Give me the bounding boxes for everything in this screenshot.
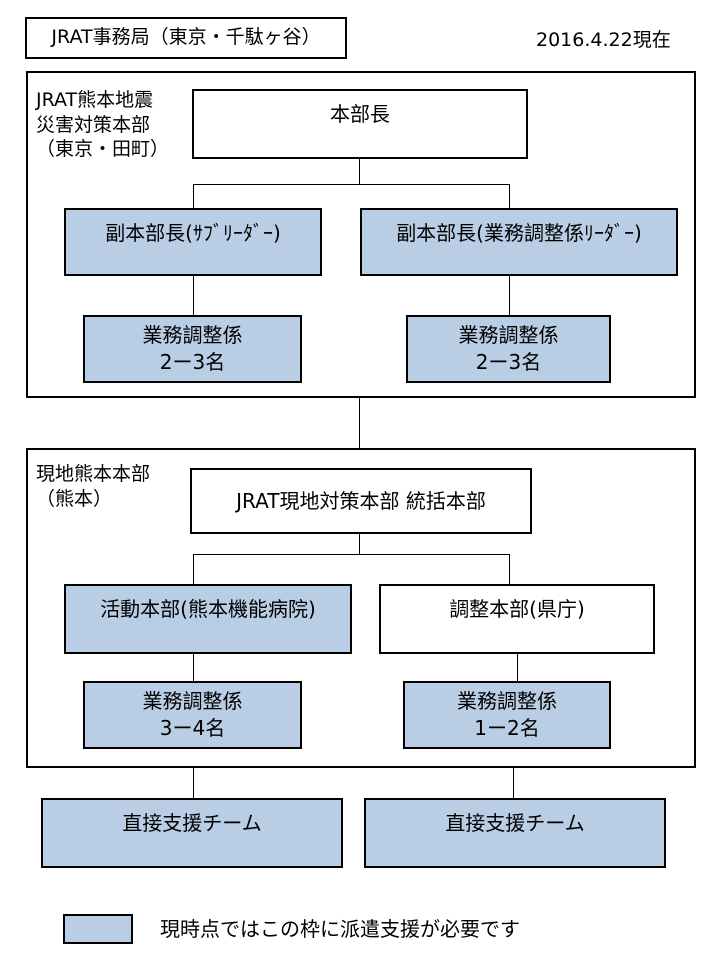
hq-label: JRAT熊本地震 災害対策本部 （東京・田町） — [36, 88, 169, 162]
connector — [517, 654, 518, 681]
local-staff-left-line2: 3ー4名 — [159, 716, 226, 740]
hq-staff-left-line2: 2ー3名 — [159, 350, 226, 374]
hq-staff-right-line1: 業務調整係 — [458, 323, 559, 347]
connector — [193, 554, 194, 584]
deputy-sub-box: 副本部長(ｻﾌﾞﾘｰﾀﾞｰ) — [64, 208, 322, 276]
chief-box: 本部長 — [192, 89, 528, 159]
office-label-box: JRAT事務局（東京・千駄ヶ谷） — [25, 17, 347, 59]
connector — [513, 768, 514, 798]
connector — [509, 184, 510, 208]
deputy-sub-label: 副本部長(ｻﾌﾞﾘｰﾀﾞｰ) — [105, 221, 281, 245]
chief-label: 本部長 — [330, 102, 390, 126]
local-staff-right-box: 業務調整係 1ー2名 — [403, 681, 611, 749]
hq-label-line3: （東京・田町） — [36, 138, 170, 161]
team-right-box: 直接支援チーム — [364, 798, 666, 868]
local-label-line2: （熊本） — [36, 487, 113, 510]
hq-label-line2: 災害対策本部 — [36, 113, 151, 136]
local-command-box: JRAT現地対策本部 統括本部 — [190, 468, 532, 534]
hq-label-line1: JRAT熊本地震 — [36, 89, 154, 111]
deputy-coord-label: 副本部長(業務調整係ﾘｰﾀﾞｰ) — [396, 221, 642, 245]
connector — [193, 184, 194, 208]
connector — [193, 276, 194, 315]
deputy-coord-box: 副本部長(業務調整係ﾘｰﾀﾞｰ) — [360, 208, 678, 276]
team-left-box: 直接支援チーム — [41, 798, 343, 868]
date-label: 2016.4.22現在 — [536, 29, 671, 51]
hq-staff-right-box: 業務調整係 2ー3名 — [406, 315, 611, 383]
connector — [193, 184, 510, 185]
hq-frame — [26, 71, 696, 398]
connector — [359, 159, 360, 184]
hq-staff-left-line1: 業務調整係 — [142, 323, 243, 347]
connector — [193, 654, 194, 681]
connector — [193, 768, 194, 798]
connector — [359, 534, 360, 554]
hq-staff-right-line2: 2ー3名 — [475, 350, 542, 374]
team-right-label: 直接支援チーム — [445, 811, 585, 835]
local-staff-right-line2: 1ー2名 — [474, 716, 540, 740]
local-frame — [26, 448, 696, 768]
local-command-label: JRAT現地対策本部 統括本部 — [236, 488, 486, 513]
team-left-label: 直接支援チーム — [122, 811, 262, 835]
connector — [509, 276, 510, 315]
connector — [509, 554, 510, 584]
local-label: 現地熊本本部 （熊本） — [36, 462, 150, 511]
legend-swatch — [63, 914, 133, 944]
coord-hq-box: 調整本部(県庁) — [379, 584, 655, 654]
local-staff-left-line1: 業務調整係 — [142, 689, 243, 713]
hq-staff-left-box: 業務調整係 2ー3名 — [83, 315, 302, 383]
office-label: JRAT事務局（東京・千駄ヶ谷） — [51, 26, 321, 49]
legend-text: 現時点ではこの枠に派遣支援が必要です — [160, 917, 520, 941]
coord-hq-label: 調整本部(県庁) — [449, 597, 585, 621]
activity-hq-label: 活動本部(熊本機能病院) — [100, 597, 316, 621]
local-label-line1: 現地熊本本部 — [36, 463, 151, 485]
activity-hq-box: 活動本部(熊本機能病院) — [64, 584, 352, 654]
connector — [359, 398, 360, 448]
local-staff-right-line1: 業務調整係 — [457, 689, 557, 713]
local-staff-left-box: 業務調整係 3ー4名 — [83, 681, 302, 749]
connector — [193, 554, 510, 555]
